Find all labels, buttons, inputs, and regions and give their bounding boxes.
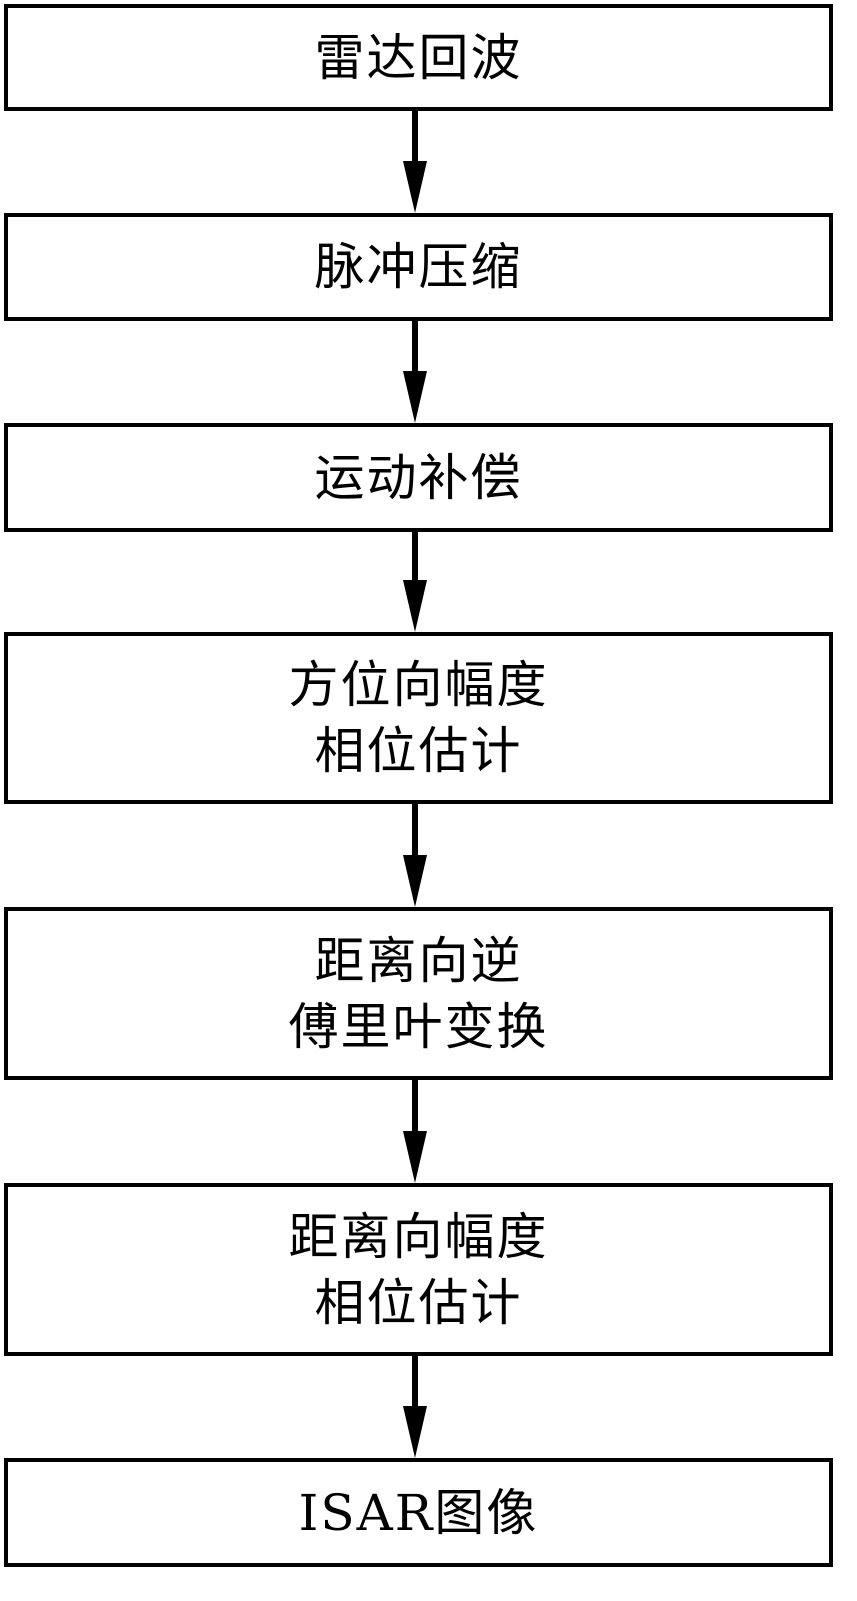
arrow-down-icon: [403, 804, 427, 907]
step-label: 脉冲压缩: [314, 238, 523, 296]
step-pulse-compression: 脉冲压缩: [4, 213, 833, 321]
step-radar-echo: 雷达回波: [4, 4, 833, 111]
step-range-inverse-fourier-transform: 距离向逆 傅里叶变换: [4, 907, 833, 1080]
arrow-down-icon: [403, 532, 427, 632]
step-label: 运动补偿: [314, 448, 523, 507]
step-azimuth-amplitude-phase-estimation: 方位向幅度 相位估计: [4, 632, 833, 804]
step-label: ISAR图像: [298, 1483, 539, 1542]
step-isar-image: ISAR图像: [4, 1458, 833, 1567]
step-label-line-1: 距离向逆: [314, 931, 523, 990]
step-label-line-1: 距离向幅度: [288, 1207, 549, 1266]
arrow-down-icon: [403, 321, 427, 423]
step-motion-compensation: 运动补偿: [4, 423, 833, 532]
step-label-line-1: 方位向幅度: [288, 656, 549, 714]
step-range-amplitude-phase-estimation: 距离向幅度 相位估计: [4, 1183, 833, 1356]
arrow-down-icon: [403, 1356, 427, 1458]
step-label-line-2: 傅里叶变换: [288, 997, 549, 1056]
step-label-line-2: 相位估计: [314, 722, 523, 780]
arrow-down-icon: [403, 111, 427, 213]
arrow-down-icon: [403, 1080, 427, 1183]
step-label-line-2: 相位估计: [314, 1273, 523, 1332]
step-label: 雷达回波: [314, 28, 523, 87]
